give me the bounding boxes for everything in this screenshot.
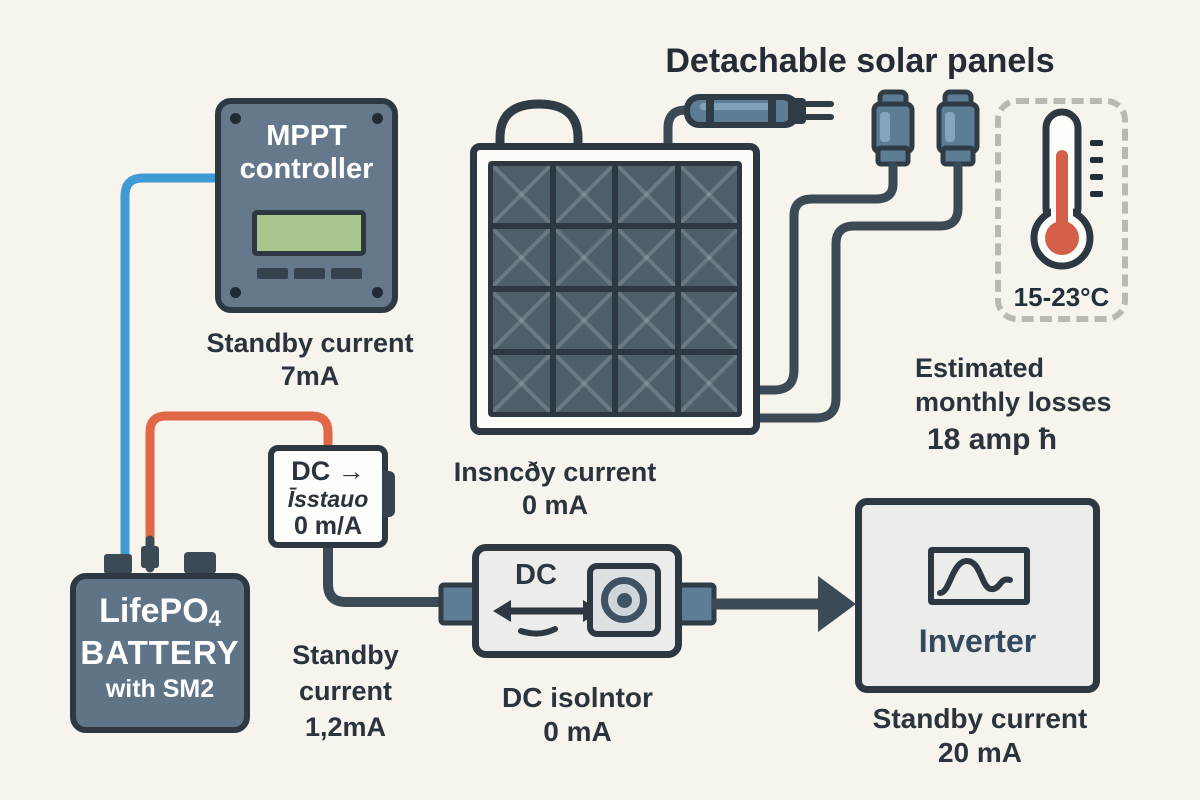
solar-cell	[555, 166, 612, 223]
mc4-plug-icon-1	[871, 89, 915, 167]
battery-caption: Standby current 1,2mA	[268, 637, 423, 745]
mppt-button	[331, 268, 362, 279]
mppt-button	[257, 268, 288, 279]
temperature-badge: 15-23°C	[995, 98, 1128, 322]
inverter-caption-line1: Standby current	[872, 703, 1088, 734]
battery-name-main: LifePO	[99, 592, 209, 630]
dc-monitor-line2: Īsstauo	[287, 486, 369, 512]
isolator-dc-label: DC	[515, 559, 557, 591]
losses-line2: monthly losses	[915, 387, 1112, 417]
dc-monitor-line1: DC →	[291, 456, 365, 486]
solar-cell	[493, 229, 550, 286]
panel-handle	[495, 99, 583, 153]
solar-cell	[680, 229, 737, 286]
socket-dot	[616, 592, 632, 608]
isolator-right-tab	[675, 582, 717, 626]
battery-caption-line1: Standby	[292, 640, 399, 670]
sine-wave-icon	[928, 547, 1030, 605]
mppt-caption: Standby current 7mA	[185, 327, 435, 393]
solar-panel	[470, 143, 760, 435]
solar-cell	[680, 292, 737, 349]
solar-cell	[555, 229, 612, 286]
mppt-label-line1: MPPT	[266, 120, 347, 152]
battery-terminal-right	[184, 552, 216, 574]
solar-cell	[493, 166, 550, 223]
solar-cell	[680, 355, 737, 412]
battery-caption-line2: current	[298, 676, 393, 706]
battery-box: LifePO4 BATTERY with SM2	[70, 573, 250, 733]
mppt-label: MPPT controller	[221, 120, 392, 186]
solar-cell	[493, 355, 550, 412]
inverter-caption: Standby current 20 mA	[855, 702, 1105, 770]
isolator-caption-line1: DC isolntor	[502, 682, 653, 713]
isolator-caption-line2: 0 mA	[543, 716, 612, 747]
diagram-title: Detachable solar panels	[665, 42, 1055, 80]
solar-cell	[618, 292, 675, 349]
isolator-caption: DC isolntor 0 mA	[455, 681, 700, 749]
dc-monitor-line3: 0 m/A	[293, 512, 363, 540]
solar-cell	[680, 166, 737, 223]
solar-cell	[618, 229, 675, 286]
battery-caption-line3: 1,2mA	[304, 712, 387, 742]
thermometer-icon	[1030, 108, 1103, 270]
losses-caption: Estimated monthly losses 18 amp ћ	[915, 351, 1145, 461]
screw-icon	[230, 287, 241, 298]
mppt-buttons	[257, 268, 362, 279]
battery-to-mppt-wire	[120, 173, 223, 567]
losses-line1: Estimated	[915, 353, 1045, 383]
lcd-screen	[252, 210, 366, 256]
dc-monitor-box: DC → Īsstauo 0 m/A	[268, 445, 395, 548]
temperature-range: 15-23°C	[1013, 282, 1110, 312]
battery-to-dc-monitor-wire	[145, 411, 333, 550]
battery-name-line2: BATTERY	[80, 634, 240, 671]
plug2-wire	[751, 161, 963, 423]
mppt-caption-line1: Standby current	[206, 328, 414, 358]
plug1-wire	[751, 161, 898, 395]
screw-icon	[372, 287, 383, 298]
battery-terminal-mid	[141, 546, 159, 568]
battery-terminal-left	[104, 554, 132, 574]
screw-icon	[230, 113, 241, 124]
barrel-connector-icon	[684, 94, 834, 128]
solar-cell	[555, 292, 612, 349]
battery-name-line3: with SM2	[105, 675, 215, 703]
solar-panel-caption-line2: 0 mA	[521, 490, 589, 520]
solar-cell	[555, 355, 612, 412]
solar-cell	[618, 166, 675, 223]
solar-cell	[618, 355, 675, 412]
socket-icon	[587, 563, 661, 637]
inverter-label: Inverter	[918, 623, 1037, 659]
mc4-plug-icon-2	[936, 89, 980, 167]
battery-name-sub: 4	[208, 606, 221, 631]
inverter-box: Inverter	[855, 498, 1100, 693]
socket-ring	[601, 577, 647, 623]
battery-name: LifePO4	[76, 592, 244, 634]
dc-isolator-box: DC	[472, 544, 682, 658]
dc-monitor-tab	[382, 471, 395, 517]
losses-line3: 18 amp ћ	[927, 423, 1058, 456]
mppt-caption-line2: 7mA	[280, 361, 340, 391]
inverter-caption-line2: 20 mA	[937, 737, 1023, 768]
dc-monitor-to-isolator-wire	[323, 543, 453, 607]
mppt-label-line2: controller	[239, 153, 374, 185]
solar-cell	[493, 292, 550, 349]
mppt-button	[294, 268, 325, 279]
solar-panel-caption-line1: Insncðy current	[453, 457, 657, 487]
arrowhead-icon	[818, 576, 856, 632]
screw-icon	[372, 113, 383, 124]
solar-cell-grid	[488, 161, 742, 417]
mppt-controller-box: MPPT controller	[215, 98, 398, 313]
solar-panel-caption: Insncðy current 0 mA	[420, 456, 690, 522]
